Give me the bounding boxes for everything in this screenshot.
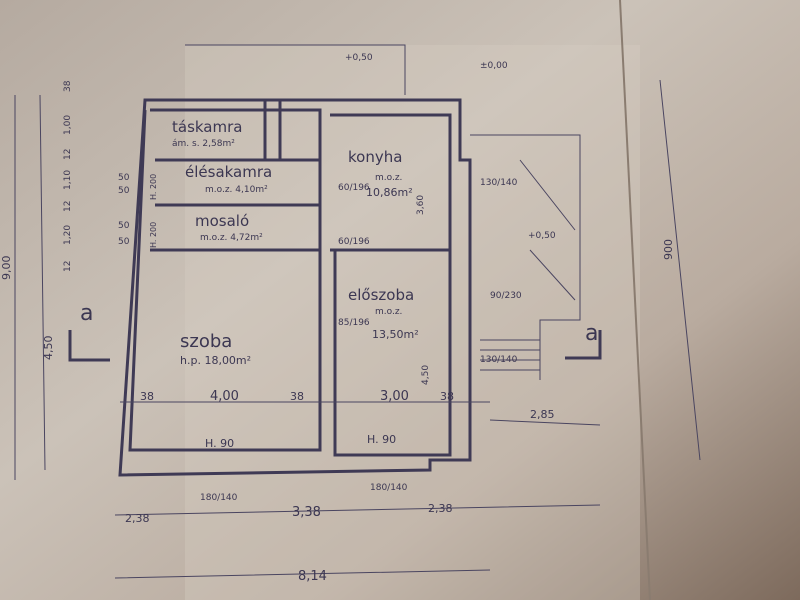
dim-bottom: 2,38 [428, 502, 453, 515]
dim-left-stack: 1,10 [63, 170, 73, 190]
dim-misc: 4,50 [421, 365, 431, 385]
level-mark: +0,50 [345, 53, 373, 63]
room-name: élésakamra [185, 163, 272, 181]
room-area: 10,86m² [366, 186, 413, 199]
room-area: m.o.z. 4,72m² [200, 233, 263, 243]
dim-height-mark: H. 200 [149, 174, 158, 200]
dim-window: 180/140 [370, 483, 408, 493]
dim-left-height: 4,50 [42, 336, 55, 361]
section-marks: a a [68, 301, 602, 362]
dim-left-stack: 1,20 [63, 225, 73, 245]
dim-right-height: 900 [662, 239, 675, 260]
paper-tracing-overlay [185, 45, 640, 600]
room-area-label: m.o.z. [375, 173, 402, 183]
room-area: 13,50m² [372, 328, 419, 341]
dim-inner: 38 [290, 390, 304, 403]
dim-window: 130/140 [480, 178, 518, 188]
room-area: ám. s. 2,58m² [172, 139, 235, 149]
room-labels: táskamra ám. s. 2,58m² élésakamra m.o.z.… [172, 118, 419, 367]
room-name: szoba [180, 331, 232, 352]
room-name: előszoba [348, 286, 414, 304]
dimension-texts: 2,38 3,38 2,38 8,14 38 4,00 38 3,00 38 2… [0, 174, 675, 584]
room-name: konyha [348, 148, 402, 166]
dim-left-stack: 12 [63, 149, 73, 160]
dim-left-stack: 12 [63, 201, 73, 212]
room-area: h.p. 18,00m² [180, 354, 251, 367]
level-marks: +0,50 ±0,00 +0,50 [345, 53, 556, 241]
dim-bottom: 3,38 [292, 505, 321, 520]
level-mark: ±0,00 [480, 61, 508, 71]
room-name: mosaló [195, 212, 249, 230]
section-mark-right: a [585, 321, 598, 346]
dim-inner: 3,00 [380, 389, 409, 404]
dim-inner: 4,00 [210, 389, 239, 404]
dim-door: 85/196 [338, 318, 370, 328]
dim-left-stack: 38 [63, 80, 73, 92]
dim-window: 180/140 [200, 493, 238, 503]
dim-left-small: 50 [118, 173, 130, 183]
dim-height-mark: H. 90 [367, 433, 396, 446]
dim-left-small: 50 [118, 221, 130, 231]
dim-door: 60/196 [338, 237, 370, 247]
dim-left-stack: 1,00 [63, 115, 73, 135]
level-mark: +0,50 [528, 231, 556, 241]
stairs-and-terrace [185, 44, 581, 380]
dim-door: 90/230 [490, 291, 522, 301]
dim-left-top: 9,00 [0, 256, 13, 281]
room-area-label: m.o.z. [375, 307, 402, 317]
dim-inner: 38 [140, 390, 154, 403]
dim-door: 60/196 [338, 183, 370, 193]
dim-left-small: 50 [118, 237, 130, 247]
dim-left-stack: 12 [63, 261, 73, 272]
dim-height-mark: H. 90 [205, 437, 234, 450]
dim-right-offset: 2,85 [530, 408, 555, 421]
section-mark-left: a [80, 301, 93, 326]
dim-height-mark: H. 200 [149, 222, 158, 248]
dim-inner: 38 [440, 390, 454, 403]
paper-fold [619, 0, 651, 600]
dim-misc: 3,60 [416, 195, 426, 215]
room-name: táskamra [172, 118, 242, 136]
left-stack-dims: 38 1,00 12 1,10 12 1,20 12 50 50 50 50 [63, 80, 130, 272]
dimension-lines [14, 79, 701, 579]
room-area: m.o.z. 4,10m² [205, 185, 268, 195]
walls [118, 98, 472, 477]
dim-total: 8,14 [298, 569, 327, 584]
dim-left-small: 50 [118, 186, 130, 196]
dim-window: 130/140 [480, 355, 518, 365]
dim-bottom: 2,38 [125, 512, 150, 525]
